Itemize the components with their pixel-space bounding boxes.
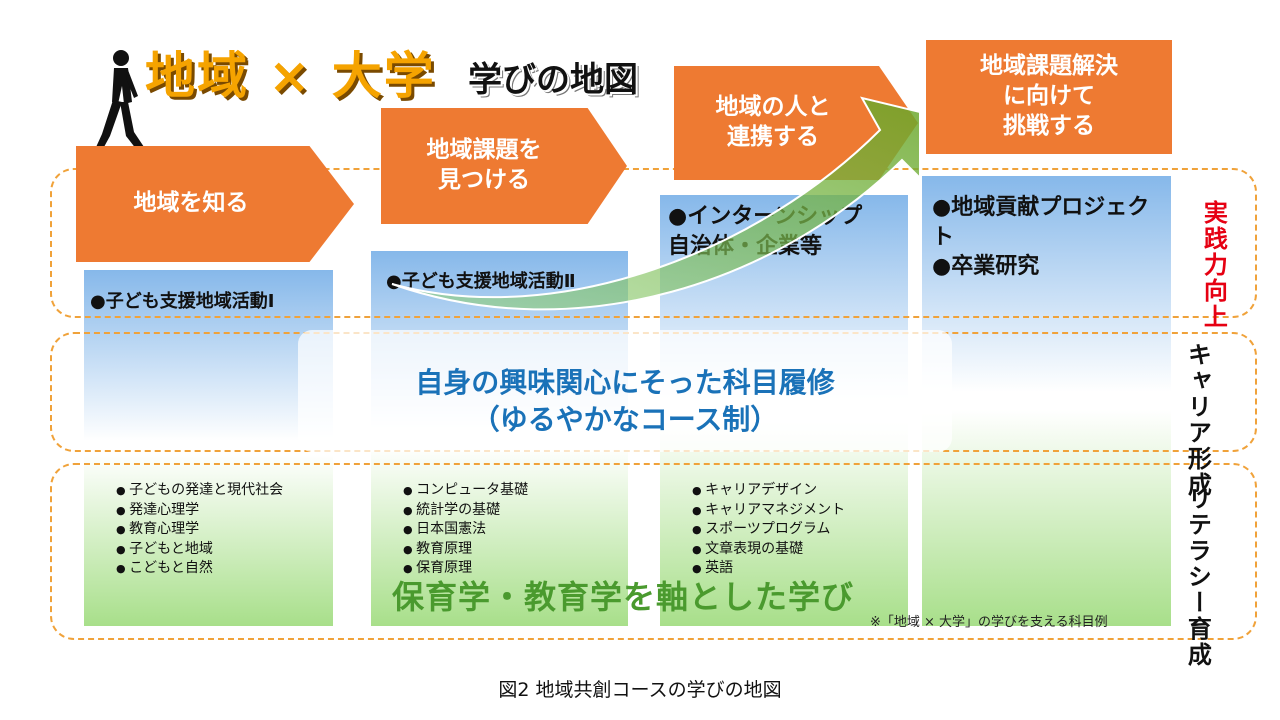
- step-1: 地域を知る: [76, 146, 354, 262]
- title-sub: 学びの地図: [468, 60, 638, 100]
- column-4: [922, 176, 1171, 626]
- core-learning-text: 保育学・教育学を軸とした学び: [392, 578, 855, 616]
- band-literacy: [50, 463, 1257, 640]
- banner-line-1: 自身の興味関心にそった科目履修: [415, 366, 835, 399]
- list-item: 英語: [692, 559, 845, 579]
- course-list-2: コンピュータ基礎 統計学の基礎 日本国憲法 教育原理 保育原理: [403, 481, 528, 579]
- practice-col-4: ●地域貢献プロジェクト ●卒業研究: [932, 195, 1150, 280]
- list-item: 教育心理学: [116, 520, 283, 540]
- practice-col-1: ●子ども支援地域活動Ⅰ: [90, 291, 275, 312]
- step-3-label: 地域の人と 連携する: [715, 94, 831, 150]
- list-item: コンピュータ基礎: [403, 481, 528, 501]
- step-4: 地域課題解決 に向けて 挑戦する: [926, 40, 1172, 154]
- list-item: 子どもと地域: [116, 540, 283, 560]
- list-item: 教育原理: [403, 540, 528, 560]
- footnote: ※「地域 × 大学」の学びを支える科目例: [870, 615, 1108, 630]
- list-item: スポーツプログラム: [692, 520, 845, 540]
- list-item: 統計学の基礎: [403, 501, 528, 521]
- step-3: 地域の人と 連携する: [674, 66, 918, 180]
- step-2: 地域課題を 見つける: [381, 108, 627, 224]
- banner-line-2: （ゆるやかなコース制）: [471, 403, 779, 437]
- list-item: キャリアマネジメント: [692, 501, 845, 521]
- step-2-label: 地域課題を 見つける: [426, 137, 542, 193]
- title-main: 地域 × 大学: [145, 47, 436, 105]
- step-4-label: 地域課題解決 に向けて 挑戦する: [980, 53, 1118, 139]
- list-item: 発達心理学: [116, 501, 283, 521]
- course-list-3: キャリアデザイン キャリアマネジメント スポーツプログラム 文章表現の基礎 英語: [692, 481, 845, 579]
- side-label-career: キャリア形成: [1183, 342, 1212, 498]
- walking-person-icon: [92, 50, 146, 158]
- side-label-practice: 実践力向上: [1199, 200, 1228, 330]
- list-item: 子どもの発達と現代社会: [116, 481, 283, 501]
- course-list-1: 子どもの発達と現代社会 発達心理学 教育心理学 子どもと地域 こどもと自然: [116, 481, 283, 579]
- practice-col-3: ●インターンシップ 自治体・企業等: [668, 204, 863, 259]
- banner-box: [298, 330, 952, 452]
- banner-text: 自身の興味関心にそった科目履修 （ゆるやかなコース制）: [298, 364, 952, 438]
- step-1-label: 地域を知る: [133, 190, 249, 217]
- figure-caption: 図2 地域共創コースの学びの地図: [498, 679, 782, 701]
- side-label-literacy: リテラシー育成: [1183, 486, 1212, 668]
- practice-col-2: ●子ども支援地域活動Ⅱ: [386, 271, 576, 292]
- list-item: 保育原理: [403, 559, 528, 579]
- list-item: 文章表現の基礎: [692, 540, 845, 560]
- list-item: こどもと自然: [116, 559, 283, 579]
- list-item: キャリアデザイン: [692, 481, 845, 501]
- list-item: 日本国憲法: [403, 520, 528, 540]
